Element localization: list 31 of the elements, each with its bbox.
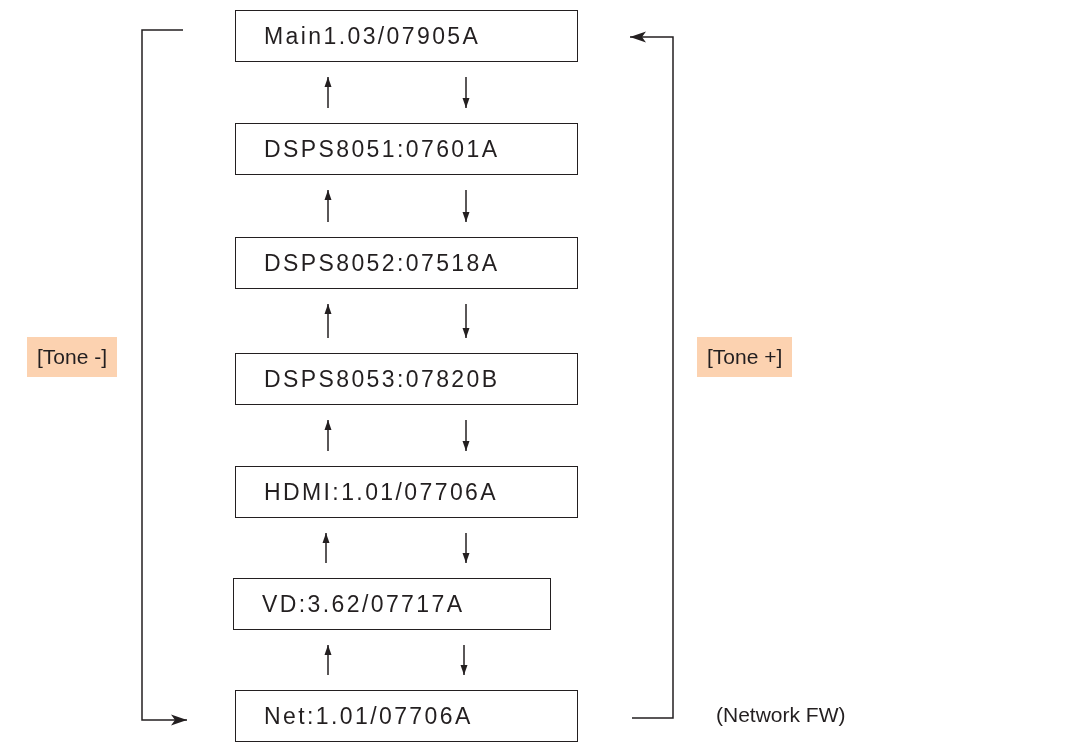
version-text: Main1.03/07905A [264,22,481,50]
arrow [460,644,468,676]
version-text: DSPS8053:07820B [264,365,500,393]
arrow [462,76,470,109]
version-text: DSPS8051:07601A [264,135,500,163]
arrow [462,419,470,452]
process-box [235,237,578,289]
arrow [324,644,332,676]
arrow [462,303,470,339]
arrow [324,419,332,452]
version-text: VD:3.62/07717A [262,590,465,618]
arrow [141,29,188,726]
version-text: Net:1.01/07706A [264,702,473,730]
process-box [235,353,578,405]
arrow [322,532,330,564]
edge-label: [Tone +] [697,337,793,377]
arrow [629,31,674,719]
process-box [235,466,578,518]
arrow [324,189,332,223]
version-text: DSPS8052:07518A [264,249,500,277]
note-text: (Network FW) [716,703,846,727]
arrow [462,189,470,223]
arrow [324,303,332,339]
arrow [324,76,332,109]
process-box [235,123,578,175]
process-box [235,10,578,62]
edge-label: [Tone -] [26,337,117,377]
process-box [233,578,551,630]
arrow [462,532,470,564]
version-text: HDMI:1.01/07706A [264,478,498,506]
process-box [235,690,578,742]
